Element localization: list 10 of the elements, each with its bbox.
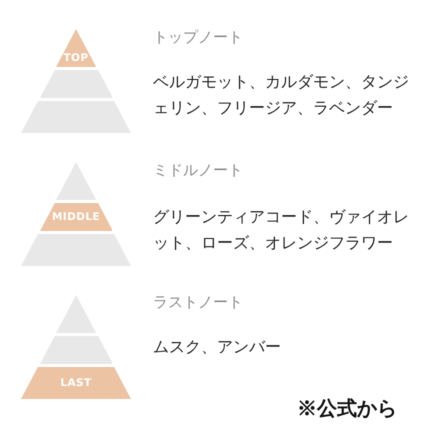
pyramid-tier: MIDDLE xyxy=(40,203,112,231)
section-heading: ミドルノート xyxy=(153,160,243,180)
pyramid-tier: LAST xyxy=(21,367,131,399)
source-note: ※公式から xyxy=(297,395,397,421)
section-heading: トップノート xyxy=(153,27,243,47)
section-heading: ラストノート xyxy=(153,292,243,312)
note-list: ムスク、アンバー xyxy=(153,334,415,360)
note-list: ベルガモット、カルダモン、タンジェリン、フリージア、ラベンダー xyxy=(153,69,415,121)
note-list: グリーンティアコード、ヴァイオレット、ローズ、オレンジフラワー xyxy=(153,204,415,256)
pyramid-tier: TOP xyxy=(56,29,96,67)
